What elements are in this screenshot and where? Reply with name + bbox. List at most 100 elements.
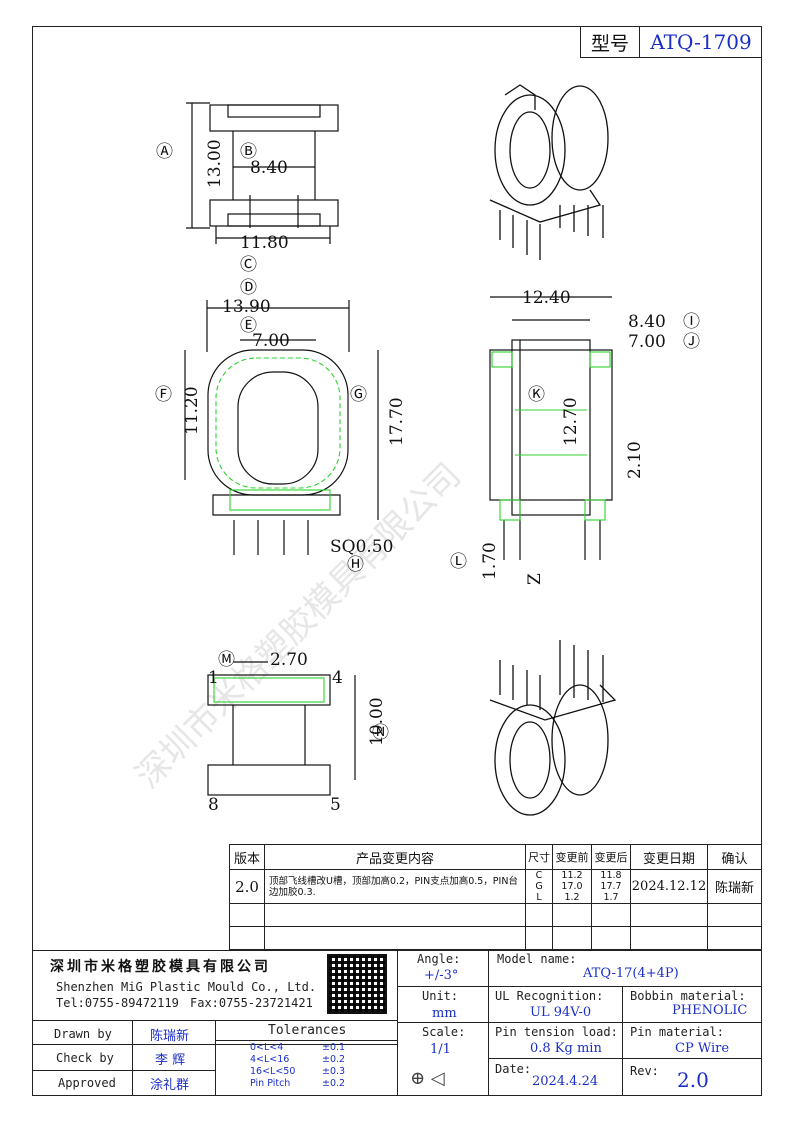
hdr-version: 版本 — [229, 844, 265, 870]
dim-j: 7.00 — [628, 332, 666, 352]
dim-g: 17.70 — [387, 397, 407, 446]
dim-k: 12.70 — [561, 397, 581, 446]
model-number-box: 型号 ATQ-1709 — [580, 27, 762, 58]
tolerance-ranges: 0<L<4 4<L<16 16<L<50 Pin Pitch — [250, 1042, 296, 1089]
hdr-after: 变更后 — [591, 844, 631, 870]
bobbin-value: PHENOLIC — [672, 1003, 748, 1018]
pin-tension-value: 0.8 Kg min — [530, 1041, 602, 1056]
marker-m: Ⓜ — [218, 650, 235, 670]
side-view-highlight — [491, 351, 611, 521]
company-tel: Tel:0755-89472119 — [56, 996, 179, 1010]
angle-value: +/-3° — [424, 968, 459, 983]
pin-4: 4 — [332, 668, 343, 688]
dim-a: 13.00 — [205, 139, 225, 188]
marker-b: Ⓑ — [240, 142, 257, 162]
marker-c: Ⓒ — [240, 255, 257, 275]
dim-i1: 12.40 — [522, 288, 571, 308]
unit-value: mm — [432, 1006, 457, 1021]
row-version: 2.0 — [229, 869, 265, 904]
model-value: ATQ-1709 — [650, 30, 752, 54]
dim-n: 10.00 — [367, 697, 387, 746]
change-table: 版本 产品变更内容 尺寸 变更前 变更后 变更日期 确认 2.0 顶部飞线槽改U… — [229, 844, 762, 950]
date-value: 2024.4.24 — [532, 1074, 599, 1089]
model-name-value: ATQ-17(4+4P) — [583, 966, 679, 981]
dim-b: 8.40 — [250, 158, 288, 178]
date-label: Date: — [495, 1062, 532, 1076]
front-view — [184, 300, 379, 555]
marker-g: Ⓖ — [350, 385, 367, 405]
check-label: Check by — [56, 1051, 114, 1065]
dim-f: 11.20 — [182, 386, 202, 435]
marker-i: Ⓘ — [683, 312, 700, 332]
dim-c: 11.80 — [240, 233, 289, 253]
dim-l: 2.10 — [625, 441, 645, 479]
hdr-size: 尺寸 — [525, 844, 553, 870]
check-value: 李 辉 — [155, 1053, 186, 1068]
iso-view-bottom — [489, 640, 617, 816]
angle-label: Angle: — [417, 952, 461, 966]
side-view — [489, 296, 613, 560]
pin-tension-label: Pin tension load: — [495, 1025, 618, 1039]
row-date: 2024.12.12 — [630, 869, 708, 904]
hdr-date: 变更日期 — [630, 844, 708, 870]
marker-n: Ⓝ — [372, 723, 389, 743]
pin-1: 1 — [208, 668, 219, 688]
unit-label: Unit: — [422, 989, 459, 1003]
pin-8: 8 — [208, 795, 219, 815]
dim-h: SQ0.50 — [330, 537, 393, 557]
marker-l: Ⓛ — [450, 552, 467, 572]
company-en: Shenzhen MiG Plastic Mould Co., Ltd. — [56, 980, 317, 994]
tolerances-label: Tolerances — [268, 1023, 347, 1038]
technical-drawing: 深圳市米格塑胶模具有限公司 13.00 8.40 11.80 Ⓐ Ⓑ Ⓒ — [128, 84, 700, 816]
approved-label: Approved — [58, 1076, 116, 1090]
row-content: 顶部飞线槽改U槽，顶部加高0.2，PIN支点加高0.5，PIN台边加胶0.3. — [264, 869, 526, 904]
bobbin-label: Bobbin material: — [630, 989, 746, 1003]
approved-value: 涂礼群 — [150, 1078, 190, 1093]
company-cn: 深圳市米格塑胶模具有限公司 — [50, 959, 271, 975]
bottom-view — [207, 661, 356, 796]
marker-f: Ⓕ — [155, 385, 172, 405]
scale-label: Scale: — [422, 1025, 466, 1039]
rev-label: Rev: — [630, 1064, 659, 1078]
side-z: Z — [525, 573, 545, 585]
row-confirm: 陈瑞新 — [707, 869, 762, 904]
projection-symbol-icon: ⊕ ◁ — [410, 1068, 445, 1089]
ul-label: UL Recognition: — [495, 989, 604, 1003]
dim-m: 1.70 — [480, 542, 500, 580]
dim-i: 8.40 — [628, 312, 666, 332]
model-name-label: Model name: — [497, 952, 577, 966]
front-view-highlight — [215, 357, 341, 511]
dim-d: 13.90 — [222, 297, 271, 317]
pin-5: 5 — [330, 795, 341, 815]
model-label: 型号 — [581, 27, 640, 57]
hdr-confirm: 确认 — [707, 844, 762, 870]
rev-value: 2.0 — [677, 1068, 709, 1092]
marker-k: Ⓚ — [528, 385, 545, 405]
marker-a: Ⓐ — [156, 142, 173, 162]
bottom-view-highlight — [213, 677, 325, 703]
marker-d: Ⓓ — [240, 278, 257, 298]
marker-j: Ⓙ — [683, 332, 700, 352]
hdr-before: 变更前 — [552, 844, 592, 870]
marker-e: Ⓔ — [240, 316, 257, 336]
iso-view-top — [489, 84, 609, 260]
dim-n1: 2.70 — [270, 650, 308, 670]
hdr-content: 产品变更内容 — [264, 844, 526, 870]
watermark: 深圳市米格塑胶模具有限公司 — [128, 456, 469, 797]
scale-value: 1/1 — [430, 1042, 451, 1057]
top-view — [186, 102, 339, 244]
company-fax: Fax:0755-23721421 — [190, 996, 313, 1010]
pin-material-value: CP Wire — [675, 1041, 730, 1056]
pin-material-label: Pin material: — [630, 1025, 724, 1039]
marker-h: Ⓗ — [347, 555, 364, 575]
drawn-value: 陈瑞新 — [150, 1029, 190, 1044]
title-block: 深圳市米格塑胶模具有限公司 Shenzhen MiG Plastic Mould… — [32, 950, 762, 1096]
tolerance-values: ±0.1 ±0.2 ±0.3 ±0.2 — [322, 1042, 346, 1089]
ul-value: UL 94V-0 — [530, 1005, 592, 1020]
dim-e: 7.00 — [252, 331, 290, 351]
qr-code — [327, 954, 387, 1014]
drawn-label: Drawn by — [54, 1027, 112, 1041]
